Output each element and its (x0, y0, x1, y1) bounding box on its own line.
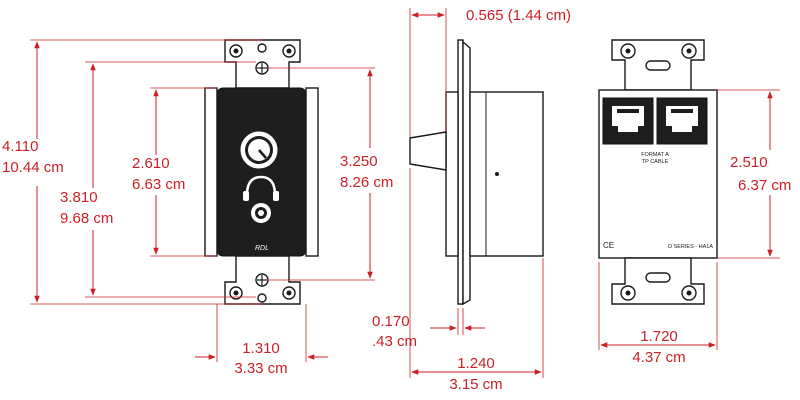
front-plate (216, 87, 307, 257)
rear-extension-lines (598, 89, 780, 350)
svg-text:1.720: 1.720 (640, 328, 678, 345)
svg-text:8.26 cm: 8.26 cm (340, 174, 393, 191)
svg-text:6.63 cm: 6.63 cm (132, 176, 185, 193)
dim-overall-height: 4.110 10.44 cm (2, 41, 64, 303)
dim-body-height: 3.250 8.26 cm (340, 69, 393, 279)
svg-text:2.510: 2.510 (730, 154, 768, 171)
rear-series-label: D SERIES - HA1A (668, 244, 713, 250)
dim-screw-spacing: 3.810 9.68 cm (60, 63, 113, 296)
dim-rear-width: 1.720 4.37 cm (600, 328, 716, 366)
dim-total-depth: 1.240 3.15 cm (411, 355, 542, 393)
svg-text:3.33 cm: 3.33 cm (234, 360, 287, 377)
svg-text:3.15 cm: 3.15 cm (449, 376, 502, 393)
front-top-ear (224, 39, 301, 89)
front-bottom-ear (224, 255, 301, 305)
side-extension-lines (409, 8, 544, 378)
front-brand-label: RDL (255, 245, 269, 252)
svg-text:4.37 cm: 4.37 cm (632, 349, 685, 366)
svg-text:3.250: 3.250 (340, 153, 378, 170)
svg-text:4.110: 4.110 (2, 138, 38, 155)
headphone-jack-icon (251, 203, 271, 223)
svg-text:9.68 cm: 9.68 cm (60, 210, 113, 227)
svg-text:3.810: 3.810 (60, 189, 98, 206)
dim-plate-height: 2.610 6.63 cm (132, 89, 185, 255)
svg-text:10.44 cm: 10.44 cm (2, 159, 64, 176)
dim-rear-body-height: 2.510 6.37 cm (730, 91, 791, 257)
rj45-port-icon (602, 97, 654, 145)
svg-text:0.170: 0.170 (372, 313, 410, 330)
rear-ce-mark: CE (603, 241, 614, 250)
rear-view: FORMAT A TP CABLE CE D SERIES - HA1A (598, 39, 718, 305)
svg-text:2.610: 2.610 (132, 155, 170, 172)
rear-format-line1: FORMAT A (641, 152, 669, 158)
svg-text:0.565 (1.44 cm): 0.565 (1.44 cm) (466, 7, 571, 24)
dim-strap-thickness: 0.170 .43 cm (372, 313, 485, 350)
dim-plate-width: 1.310 3.33 cm (195, 340, 328, 377)
svg-text:1.240: 1.240 (457, 355, 495, 372)
rj45-port-icon (656, 97, 708, 145)
headphones-icon (243, 175, 279, 201)
front-view: RDL (204, 39, 319, 305)
svg-text:.43 cm: .43 cm (372, 333, 417, 350)
dim-knob-depth: 0.565 (1.44 cm) (411, 7, 571, 24)
rear-format-line2: TP CABLE (642, 159, 669, 165)
front-extension-lines (30, 39, 375, 362)
side-view (409, 39, 544, 306)
svg-text:1.310: 1.310 (242, 340, 280, 357)
volume-knob-icon (240, 131, 278, 169)
svg-text:6.37 cm: 6.37 cm (738, 177, 791, 194)
